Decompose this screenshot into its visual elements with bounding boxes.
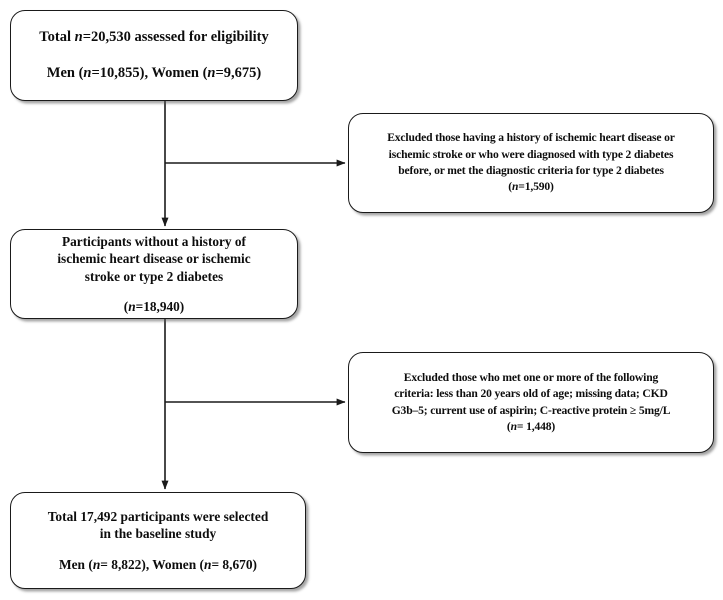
participants-count-value: =18,940) — [135, 298, 185, 314]
eligibility-line-1-n: n — [74, 29, 83, 46]
participants-line-2: ischemic heart disease or ischemic — [57, 251, 251, 267]
participants-count-n: n — [128, 298, 136, 314]
node-first-exclusion: Excluded those having a history of ische… — [348, 113, 714, 213]
exclusion-1-count-value: =1,590) — [518, 180, 554, 194]
exclusion-1-count-n: n — [511, 180, 519, 194]
selected-line-1: Total 17,492 participants were selected — [47, 509, 269, 525]
eligibility-line-1-suffix: =20,530 assessed for eligibility — [82, 29, 269, 46]
exclusion-2-line-3: G3b–5; current use of aspirin; C-reactiv… — [391, 403, 671, 417]
node-final-selected-participants: Total 17,492 participants were selected … — [10, 492, 306, 589]
exclusion-1-line-3: before, or met the diagnostic criteria f… — [398, 164, 664, 177]
eligibility-women-n: n — [207, 65, 216, 81]
selected-line-2: in the baseline study — [99, 526, 217, 542]
exclusion-1-line-1: Excluded those having a history of ische… — [387, 131, 675, 145]
node-participants-without-history: Participants without a history of ischem… — [10, 229, 298, 319]
eligibility-line-1-prefix: Total — [39, 29, 75, 46]
node-second-exclusion: Excluded those who met one or more of th… — [348, 352, 714, 453]
exclusion-2-count-value: = 1,448) — [516, 419, 556, 433]
exclusion-1-line-2: ischemic stroke or who were diagnosed wi… — [388, 147, 674, 161]
participants-count: (n=18,940) — [11, 298, 297, 316]
exclusion-2-count: (n= 1,448) — [349, 419, 713, 435]
node-total-assessed-for-eligibility: Total n=20,530 assessed for eligibility … — [10, 10, 298, 101]
selected-women-n: n — [203, 556, 212, 572]
selected-men-n: n — [92, 556, 101, 572]
selected-men-label: Men ( — [58, 556, 93, 572]
eligibility-women-label: =10,855), Women ( — [91, 65, 208, 81]
participants-line-3: stroke or type 2 diabetes — [84, 269, 224, 284]
selected-line-3: Men (n= 8,822), Women (n= 8,670) — [11, 556, 305, 573]
exclusion-2-line-2: criteria: less than 20 years old of age;… — [394, 387, 668, 401]
participants-count-prefix: ( — [123, 298, 129, 314]
selected-women-label: = 8,822), Women ( — [100, 556, 204, 572]
selected-women-value: = 8,670) — [211, 556, 258, 572]
exclusion-1-count-prefix: ( — [508, 180, 512, 194]
exclusion-1-count: (n=1,590) — [349, 179, 713, 195]
participants-line-1: Participants without a history of — [62, 233, 246, 249]
exclusion-2-count-n: n — [510, 419, 517, 433]
exclusion-2-count-prefix: ( — [506, 419, 511, 433]
eligibility-women-value: =9,675) — [215, 65, 262, 81]
eligibility-line-2: Men (n=10,855), Women (n=9,675) — [11, 65, 297, 82]
eligibility-men-n: n — [83, 65, 92, 81]
exclusion-2-line-1: Excluded those who met one or more of th… — [403, 370, 659, 384]
eligibility-line-1: Total n=20,530 assessed for eligibility — [11, 29, 297, 46]
eligibility-men-label: Men ( — [46, 65, 84, 81]
